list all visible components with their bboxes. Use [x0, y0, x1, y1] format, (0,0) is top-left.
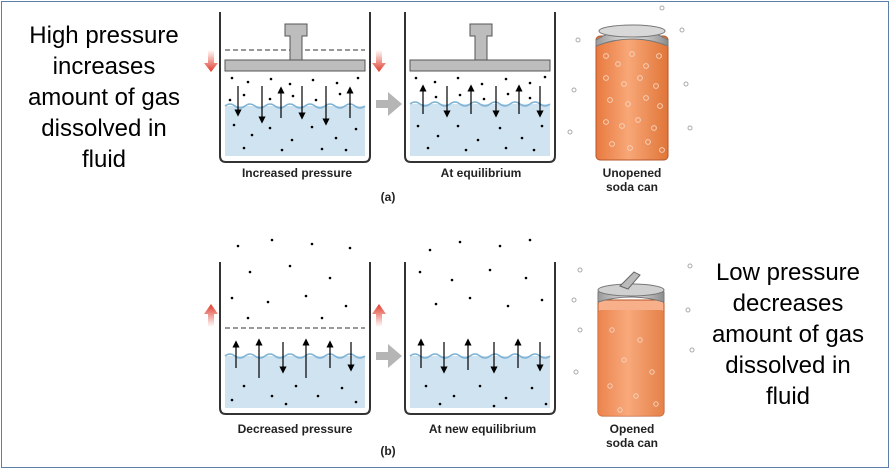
- liquid-surface: [224, 353, 366, 359]
- pull-tab: [619, 271, 641, 290]
- beaker-wall: [404, 262, 556, 415]
- piston-plate: [409, 59, 551, 72]
- process-arrow: [376, 92, 402, 116]
- caption-unopened-can: Unopened soda can: [592, 166, 672, 194]
- vertical-arrows: [232, 338, 355, 378]
- liquid: [410, 356, 550, 408]
- gas-molecules: [230, 238, 358, 406]
- caption-line: Unopened: [602, 166, 662, 180]
- caption-increased-pressure: Increased pressure: [241, 166, 353, 180]
- gas-molecules: [418, 238, 548, 408]
- piston-plate: [224, 59, 366, 72]
- liquid-surface: [409, 101, 551, 107]
- text-line: amount of gas: [711, 321, 865, 348]
- bubbles: [607, 327, 659, 413]
- liquid-surface: [224, 103, 366, 109]
- low-pressure-text: Low pressure decreases amount of gas dis…: [688, 257, 888, 412]
- caption-line: soda can: [605, 180, 659, 194]
- floating-bubbles: [567, 5, 693, 135]
- vertical-arrows: [234, 86, 354, 126]
- text-line: decreases: [732, 290, 844, 317]
- gas-molecules: [414, 75, 547, 152]
- beaker-wall: [219, 262, 371, 415]
- vertical-arrows: [417, 338, 544, 374]
- text-line: Low pressure: [715, 259, 861, 286]
- vertical-arrows: [419, 84, 544, 118]
- text-line: fluid: [765, 383, 811, 410]
- text-line: amount of gas: [27, 84, 181, 111]
- red-up-arrow-left: [204, 304, 218, 327]
- label-b: (b): [380, 444, 396, 458]
- red-up-arrow-right: [372, 304, 386, 327]
- text-line: increases: [52, 53, 156, 80]
- liquid: [225, 356, 365, 408]
- red-down-arrow-left: [204, 50, 218, 72]
- beaker-wall: [404, 12, 556, 163]
- caption-opened-can: Opened soda can: [592, 422, 672, 450]
- caption-decreased-pressure: Decreased pressure: [237, 422, 353, 436]
- gas-molecules: [228, 76, 360, 152]
- text-line: dissolved in: [41, 115, 167, 142]
- beaker-decreased-pressure: [219, 238, 371, 415]
- bubbles: [603, 51, 665, 153]
- liquid-fill: [598, 310, 664, 416]
- piston-handle: [284, 23, 308, 61]
- piston-handle: [469, 23, 493, 61]
- beaker-increased-pressure: [219, 12, 371, 163]
- caption-new-equilibrium: At new equilibrium: [428, 422, 537, 436]
- beaker-at-equilibrium: [404, 12, 556, 163]
- unopened-soda-can: [595, 24, 669, 161]
- liquid: [410, 104, 550, 156]
- caption-line: soda can: [605, 436, 659, 450]
- red-down-arrow-right: [372, 50, 386, 72]
- text-line: High pressure: [29, 22, 179, 49]
- caption-line: Opened: [609, 422, 655, 436]
- can-lid: [598, 24, 666, 38]
- beaker-wall: [219, 12, 371, 163]
- label-a: (a): [380, 190, 396, 204]
- text-line: dissolved in: [725, 352, 851, 379]
- beaker-new-equilibrium: [404, 238, 556, 415]
- liquid: [225, 106, 365, 156]
- floating-bubbles: [571, 263, 695, 375]
- liquid-surface: [409, 353, 551, 359]
- caption-at-equilibrium: At equilibrium: [440, 166, 522, 180]
- opened-soda-can: [597, 271, 665, 417]
- high-pressure-text: High pressure increases amount of gas di…: [4, 20, 204, 175]
- process-arrow: [376, 344, 402, 368]
- text-line: fluid: [81, 146, 127, 173]
